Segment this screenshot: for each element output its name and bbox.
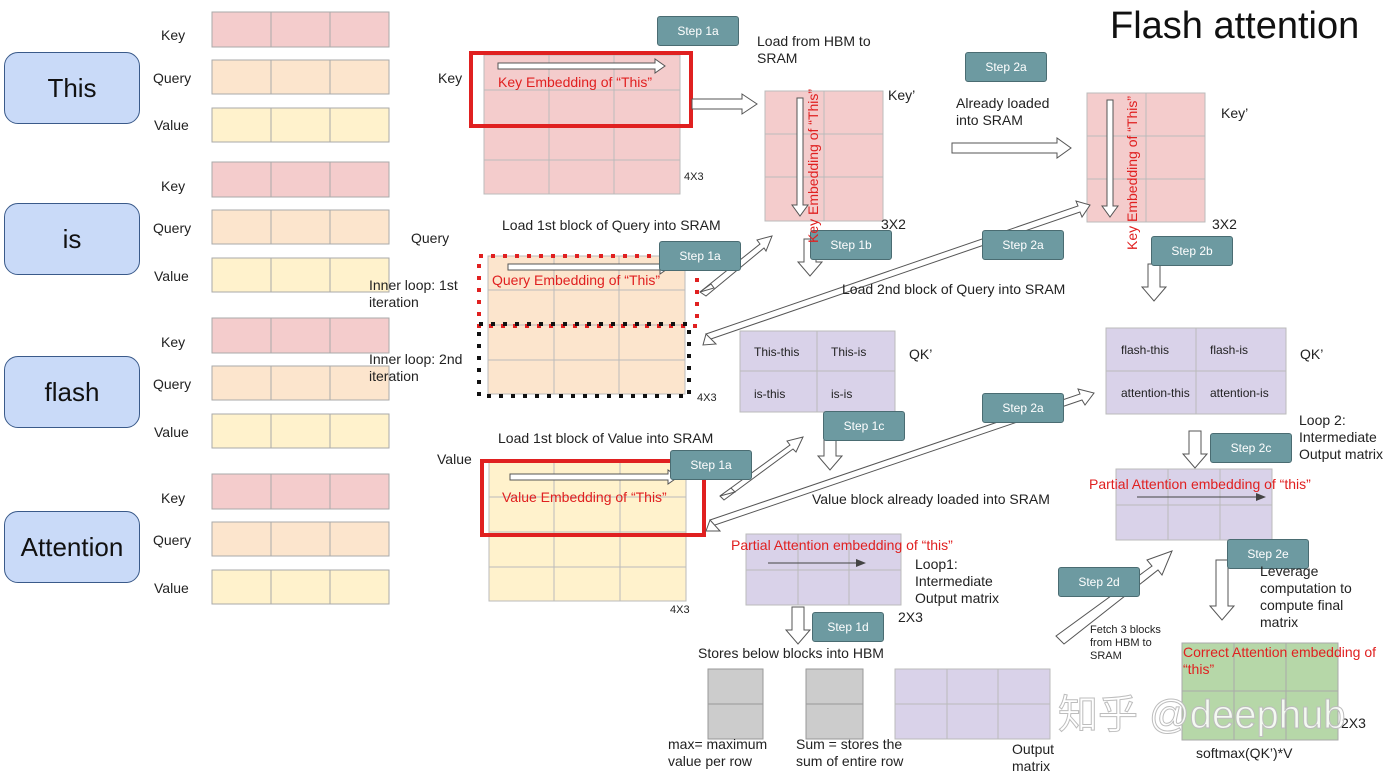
query-matrix-label: Query	[411, 230, 450, 246]
step-2a-top: Step 2a	[965, 52, 1047, 82]
leverage-label: Leverage computation to compute final ma…	[1260, 563, 1352, 630]
label-value: Value	[154, 424, 189, 440]
loop2-label: Loop 2: Intermediate Output matrix	[1299, 412, 1384, 462]
partial-output-arrow-1	[768, 559, 866, 567]
label-query: Query	[153, 532, 192, 548]
key-embedding-label: Key Embedding of “This”	[498, 74, 653, 90]
key-prime-dims-1: 3X2	[881, 216, 906, 232]
key-prime-vertical-label-2: Key Embedding of “This”	[1124, 95, 1140, 250]
partial-output-arrow-2	[1137, 493, 1266, 501]
qk-label-1: QK’	[909, 346, 933, 362]
final-output-matrix	[1181, 642, 1339, 741]
value-already-loaded-label: Value block already loaded into SRAM	[812, 491, 1050, 507]
key-inner-arrow	[497, 58, 666, 74]
label-key: Key	[161, 178, 186, 194]
key-prime-down-arrow-1	[791, 97, 809, 217]
query-embedding-label: Query Embedding of “This”	[492, 272, 661, 288]
label-value: Value	[154, 268, 189, 284]
max-label: max= maximum value per row	[668, 736, 768, 769]
inner-loop-2-label: Inner loop: 2nd iteration	[369, 351, 463, 384]
value-matrix	[488, 461, 687, 602]
value-matrix-label: Value	[437, 451, 472, 467]
token-is: is	[4, 203, 140, 275]
step-1b: Step 1b	[810, 230, 892, 260]
qk-cell: attention-is	[1210, 386, 1269, 400]
qk-cell: flash-this	[1121, 343, 1170, 357]
qk-cell: flash-is	[1210, 343, 1249, 357]
step-2b: Step 2b	[1151, 236, 1233, 266]
page-title: Flash attention	[1110, 5, 1360, 47]
qk-cell: is-this	[754, 387, 786, 401]
already-loaded-label: Already loaded into SRAM	[956, 95, 1050, 128]
load-query-label: Load 1st block of Query into SRAM	[502, 217, 721, 233]
value-embedding-label: Value Embedding of “This”	[502, 489, 667, 505]
step-2d: Step 2d	[1058, 567, 1140, 597]
key-matrix-label: Key	[438, 70, 463, 86]
label-value: Value	[154, 580, 189, 596]
query-block-2-dotted-box	[477, 322, 691, 398]
hbm-max-block	[707, 668, 764, 740]
key-prime-matrix-1	[764, 90, 884, 222]
token-attention: Attention	[4, 511, 140, 583]
value-highlight-box	[480, 459, 706, 537]
key-highlight-box	[469, 51, 693, 128]
step-2c: Step 2c	[1210, 433, 1292, 463]
qk-cell: This-is	[831, 345, 867, 359]
key-prime-vertical-label-1: Key Embedding of “This”	[805, 88, 821, 243]
label-key: Key	[161, 27, 186, 43]
qk-cell: This-this	[754, 345, 800, 359]
qk-matrix-1	[739, 330, 896, 413]
label-query: Query	[153, 376, 192, 392]
step-1c: Step 1c	[823, 411, 905, 441]
qk-cell: attention-this	[1121, 386, 1190, 400]
partial-output-matrix-1	[745, 533, 902, 606]
value-inner-arrow	[509, 469, 679, 485]
partial-output-matrix-2	[1115, 468, 1273, 541]
correct-attention-label: Correct Attention embedding of “this”	[1183, 644, 1377, 677]
partial-output-dims-1: 2X3	[898, 609, 923, 625]
fetch-label: Fetch 3 blocks from HBM to SRAM	[1090, 624, 1161, 662]
step-2e: Step 2e	[1227, 539, 1309, 569]
hbm-sum-block	[805, 668, 864, 740]
key-prime-dims-2: 3X2	[1212, 216, 1237, 232]
watermark: 知乎 @deephub	[1057, 693, 1346, 738]
sum-label: Sum = stores the sum of entire row	[796, 736, 904, 769]
label-query: Query	[153, 220, 192, 236]
embedding-strips	[211, 11, 390, 605]
load-value-label: Load 1st block of Value into SRAM	[498, 430, 714, 446]
step-1d: Step 1d	[812, 612, 884, 642]
softmax-label: softmax(QK’)*V	[1196, 745, 1293, 761]
label-key: Key	[161, 334, 186, 350]
load-2nd-query-label: Load 2nd block of Query into SRAM	[842, 281, 1066, 297]
stores-hbm-label: Stores below blocks into HBM	[698, 645, 884, 661]
final-output-dims: 2X3	[1341, 715, 1366, 731]
label-value: Value	[154, 117, 189, 133]
load-from-hbm-label: Load from HBM to SRAM	[757, 33, 871, 66]
label-query: Query	[153, 70, 192, 86]
hbm-output-block	[894, 668, 1051, 740]
step-1a-key: Step 1a	[657, 16, 739, 46]
key-prime-matrix-2	[1086, 92, 1206, 223]
token-flash: flash	[4, 356, 140, 428]
value-matrix-dims: 4X3	[670, 604, 690, 616]
partial-attention-label-1: Partial Attention embedding of “this”	[731, 537, 953, 553]
loop1-label: Loop1: Intermediate Output matrix	[915, 556, 1000, 606]
qk-cell: is-is	[831, 387, 853, 401]
qk-label-2: QK’	[1300, 346, 1324, 362]
partial-attention-label-2: Partial Attention embedding of “this”	[1089, 476, 1311, 492]
key-prime-label-1: Key’	[888, 87, 916, 103]
key-matrix-dims: 4X3	[684, 171, 704, 183]
step-2a-low: Step 2a	[982, 393, 1064, 423]
step-2a-mid: Step 2a	[982, 230, 1064, 260]
token-this: This	[4, 52, 140, 124]
key-prime-down-arrow-2	[1101, 99, 1119, 218]
query-matrix-dims: 4X3	[697, 392, 717, 404]
step-1a-value: Step 1a	[670, 450, 752, 480]
qk-matrix-2	[1105, 327, 1287, 415]
label-key: Key	[161, 490, 186, 506]
inner-loop-1-label: Inner loop: 1st iteration	[369, 277, 458, 310]
output-matrix-label: Output matrix	[1012, 741, 1055, 774]
step-1a-query: Step 1a	[659, 241, 741, 271]
key-prime-label-2: Key’	[1221, 105, 1249, 121]
